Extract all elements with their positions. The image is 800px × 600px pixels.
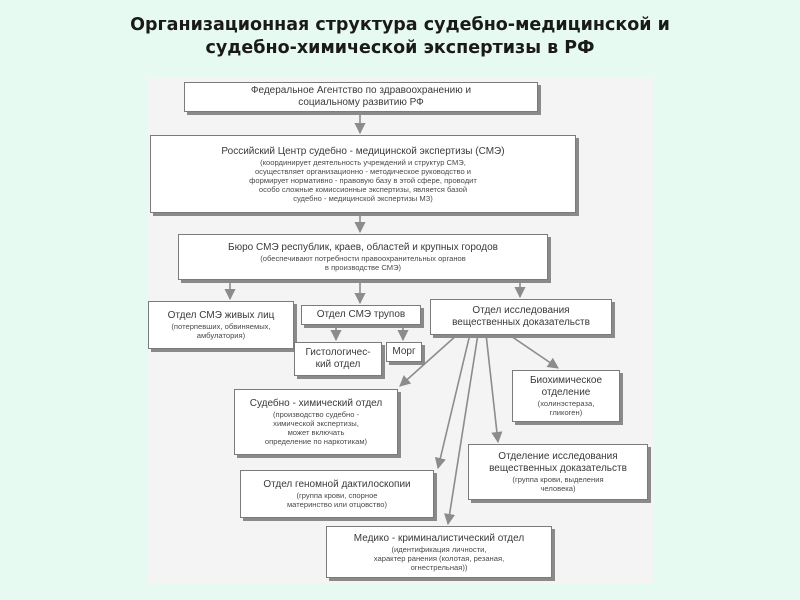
node-bureau-desc: (обеспечивают потребности правоохранител… — [260, 254, 466, 272]
node-russian-center-title: Российский Центр судебно - медицинской э… — [221, 145, 505, 157]
node-evidence-department: Отделение исследования вещественных дока… — [468, 444, 648, 500]
node-evidence-department-title: Отделение исследования вещественных дока… — [489, 451, 627, 474]
node-morgue-title: Морг — [392, 346, 416, 357]
node-corpses: Отдел СМЭ трупов — [301, 305, 421, 325]
node-living-persons-desc: (потерпевших, обвиняемых, амбулатория) — [171, 322, 271, 340]
edge-evidence-criminal — [444, 333, 479, 526]
node-material-evidence-title: Отдел исследования вещественных доказате… — [452, 305, 590, 328]
node-material-evidence: Отдел исследования вещественных доказате… — [430, 299, 612, 335]
slide-title: Организационная структура судебно-медици… — [130, 15, 670, 58]
node-federal-agency-title: Федеральное Агентство по здравоохранению… — [250, 85, 472, 108]
node-living-persons: Отдел СМЭ живых лиц (потерпевших, обвиня… — [148, 301, 294, 349]
node-biochemical: Биохимическое отделение (холинэстераза, … — [512, 370, 620, 422]
node-genome-dactyloscopy-title: Отдел геномной дактилоскопии — [263, 479, 411, 490]
node-bureau-title: Бюро СМЭ республик, краев, областей и кр… — [228, 242, 498, 253]
node-biochemical-desc: (холинэстераза, гликоген) — [537, 399, 595, 417]
node-medico-criminalistic-title: Медико - криминалистический отдел — [353, 532, 525, 544]
edge-evidence-biochem — [507, 333, 559, 369]
node-genome-dactyloscopy-desc: (группа крови, спорное материнство или о… — [286, 491, 388, 509]
node-genome-dactyloscopy: Отдел геномной дактилоскопии (группа кро… — [240, 470, 434, 518]
node-medico-criminalistic: Медико - криминалистический отдел (идент… — [326, 526, 552, 578]
node-medico-criminalistic-desc: (идентификация личности, характер ранени… — [373, 544, 505, 572]
node-bureau: Бюро СМЭ республик, краев, областей и кр… — [178, 234, 548, 280]
node-forensic-chemical-title: Судебно - химический отдел — [249, 398, 383, 409]
edge-evidence-genome — [434, 333, 471, 470]
node-forensic-chemical: Судебно - химический отдел (производство… — [234, 389, 398, 455]
connector-lines — [224, 111, 559, 526]
node-biochemical-title: Биохимическое отделение — [529, 375, 603, 398]
node-federal-agency: Федеральное Агентство по здравоохранению… — [184, 82, 538, 112]
node-forensic-chemical-desc: (производство судебно - химической экспе… — [264, 410, 368, 446]
node-russian-center-desc: (координирует деятельность учреждений и … — [249, 157, 477, 203]
node-evidence-department-desc: (группа крови, выделения человека) — [512, 475, 604, 493]
edge-evidence-evidence-dept — [485, 333, 503, 444]
org-chart-canvas: Федеральное Агентство по здравоохранению… — [148, 78, 654, 584]
edge-evidence-chemical — [399, 333, 459, 387]
node-russian-center: Российский Центр судебно - медицинской э… — [150, 135, 576, 213]
node-morgue: Морг — [386, 342, 422, 362]
node-histology-title: Гистологичес- кий отдел — [305, 347, 371, 370]
node-histology: Гистологичес- кий отдел — [294, 342, 382, 376]
node-living-persons-title: Отдел СМЭ живых лиц — [167, 310, 275, 321]
node-corpses-title: Отдел СМЭ трупов — [316, 309, 406, 320]
